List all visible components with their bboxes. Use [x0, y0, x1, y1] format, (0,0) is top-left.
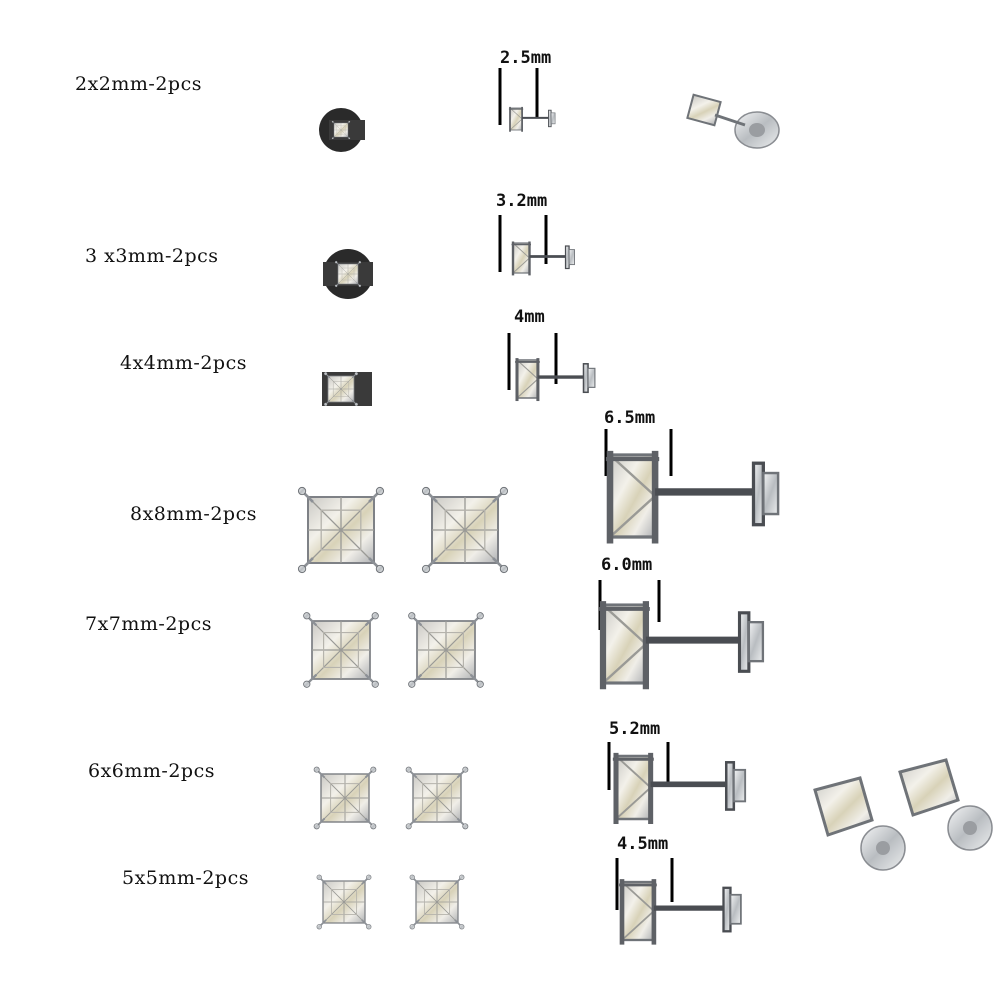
size-label-4mm: 4x4mm-2pcs	[120, 352, 247, 374]
top-view-6mm-a	[313, 766, 377, 830]
size-label-8mm: 8x8mm-2pcs	[130, 503, 257, 525]
side-view-6mm	[607, 742, 745, 824]
top-view-6mm-b	[405, 766, 469, 830]
size-label-3mm: 3 x3mm-2pcs	[85, 245, 219, 267]
side-view-3mm	[498, 215, 576, 277]
height-label-3mm: 3.2mm	[496, 191, 548, 211]
top-view-3mm	[323, 249, 373, 299]
height-label-6mm: 5.2mm	[609, 719, 661, 739]
height-label-4mm: 4mm	[514, 307, 545, 327]
height-label-5mm: 4.5mm	[617, 834, 669, 854]
size-label-7mm: 7x7mm-2pcs	[85, 613, 212, 635]
side-view-7mm	[599, 580, 763, 689]
height-label-2mm: 2.5mm	[500, 48, 552, 68]
size-label-6mm: 6x6mm-2pcs	[88, 760, 215, 782]
side-view-8mm	[606, 429, 778, 544]
height-label-7mm: 6.0mm	[601, 555, 653, 575]
side-view-4mm	[507, 333, 597, 403]
top-view-7mm-b	[407, 611, 485, 689]
top-view-7mm-a	[302, 611, 380, 689]
side-view-5mm	[615, 858, 741, 945]
angled-view-6mm	[813, 758, 993, 871]
top-view-5mm-b	[409, 874, 465, 930]
height-label-8mm: 6.5mm	[604, 408, 656, 428]
top-view-8mm-a	[297, 486, 385, 574]
top-view-4mm	[322, 371, 372, 407]
top-view-5mm-a	[316, 874, 372, 930]
top-view-2mm	[319, 108, 365, 152]
size-label-2mm: 2x2mm-2pcs	[75, 73, 202, 95]
size-label-5mm: 5x5mm-2pcs	[122, 867, 249, 889]
angled-view-2mm	[686, 93, 780, 149]
side-view-2mm	[498, 68, 557, 133]
top-view-8mm-b	[421, 486, 509, 574]
